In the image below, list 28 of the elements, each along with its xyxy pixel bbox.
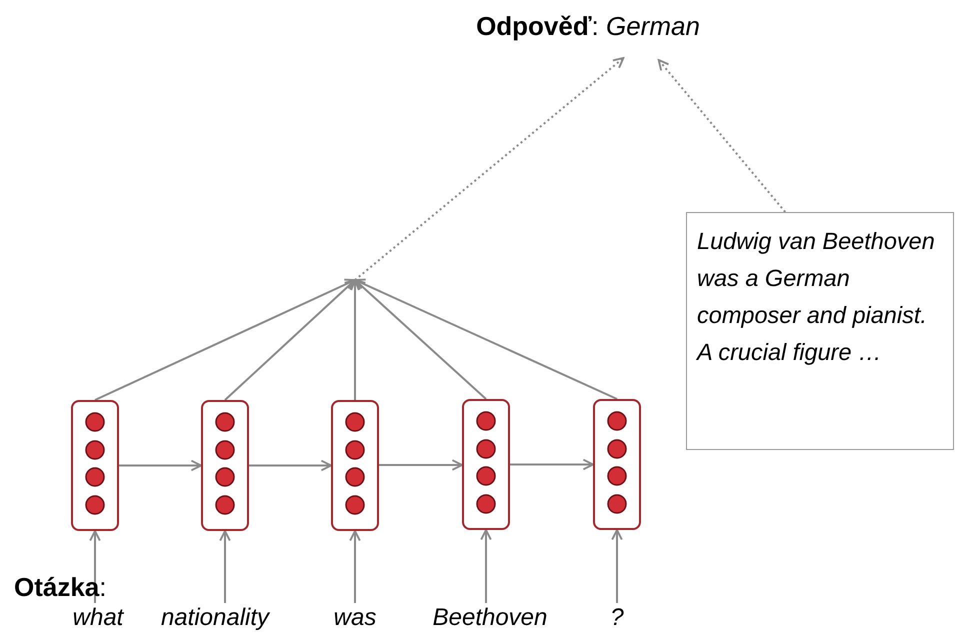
arrow xyxy=(349,530,361,603)
arrow xyxy=(354,278,618,400)
context-passage: Ludwig van Beethoven was a German composer and pianist. A crucial figure … xyxy=(686,212,954,450)
arrow xyxy=(379,459,463,471)
arrow xyxy=(219,530,231,603)
arrow xyxy=(611,529,623,603)
arrow xyxy=(224,279,356,401)
arrow xyxy=(510,458,594,470)
hidden-state-vector xyxy=(71,400,119,531)
arrow xyxy=(354,57,624,281)
question-word: Beethoven xyxy=(418,603,562,633)
question-label: Otázka: xyxy=(14,572,106,603)
question-word: was xyxy=(322,603,388,633)
question-word: what xyxy=(60,603,136,633)
question-word: ? xyxy=(602,603,632,633)
arrow xyxy=(249,460,332,472)
arrow xyxy=(354,279,487,400)
question-word: nationality xyxy=(144,603,286,633)
hidden-state-vector xyxy=(201,400,249,531)
arrow xyxy=(119,460,202,472)
arrow xyxy=(89,530,101,603)
arrow xyxy=(658,59,786,213)
answer-text: Odpověď: German xyxy=(452,8,724,46)
arrow xyxy=(480,529,492,603)
hidden-state-vector xyxy=(593,399,641,530)
hidden-state-vector xyxy=(462,399,510,530)
hidden-state-vector xyxy=(331,400,379,531)
arrow xyxy=(94,278,356,401)
